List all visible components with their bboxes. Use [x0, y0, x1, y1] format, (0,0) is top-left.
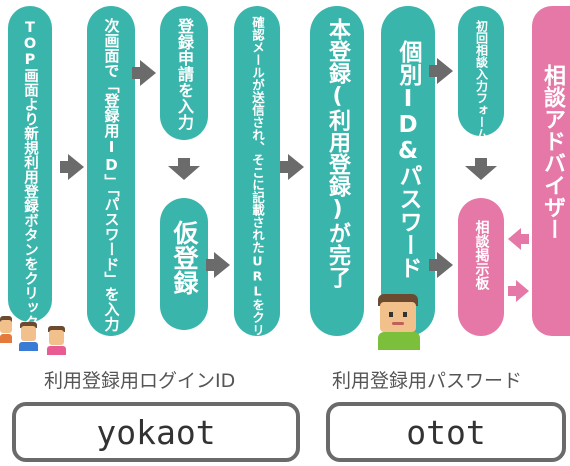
step-first-consultation-form-text: 初回相談入力フォーム — [474, 20, 489, 140]
login-id-box: yokaot — [12, 402, 300, 462]
step-top-page-register-text: TOP画面より新規利用登録ボタンをクリック — [22, 20, 38, 329]
step-full-registration-complete-text: 本登録(利用登録)が完了 — [325, 18, 350, 288]
password-value: otot — [406, 412, 486, 452]
pink-arrow-right-icon — [508, 280, 529, 302]
arrow-right-icon — [429, 252, 453, 278]
step-provisional-registration: 仮登録 — [160, 198, 208, 330]
step-consultation-board-text: 相談掲示板 — [473, 220, 490, 290]
consultation-advisor: 相談アドバイザー — [532, 6, 570, 336]
login-id-value: yokaot — [96, 412, 216, 452]
step-enter-id-password-text: 次画面で「登録用ID」「パスワード」を入力 — [102, 18, 121, 332]
arrow-right-icon — [280, 154, 304, 180]
arrow-right-icon — [60, 154, 84, 180]
step-enter-id-password: 次画面で「登録用ID」「パスワード」を入力 — [87, 6, 135, 336]
arrow-down-icon — [168, 158, 200, 180]
users-group-icon — [0, 312, 78, 356]
login-id-label: 利用登録用ログインID — [44, 370, 236, 392]
step-confirmation-email: 確認メールが送信され、そこに記載されたURLをクリック — [234, 6, 280, 361]
step-provisional-registration-text: 仮登録 — [170, 220, 199, 295]
consultation-advisor-text: 相談アドバイザー — [540, 64, 565, 240]
password-label: 利用登録用パスワード — [332, 370, 523, 392]
arrow-right-icon — [132, 60, 156, 86]
step-individual-id-password-text: 個別ID&パスワード — [395, 40, 421, 279]
step-individual-id-password: 個別ID&パスワード — [381, 6, 435, 336]
step-first-consultation-form: 初回相談入力フォーム — [458, 6, 504, 140]
arrow-down-icon — [465, 158, 497, 180]
arrow-right-icon — [429, 58, 453, 84]
password-box: otot — [326, 402, 566, 462]
step-confirmation-email-text: 確認メールが送信され、そこに記載されたURLをクリック — [250, 16, 265, 361]
step-registration-request-text: 登録申請を入力 — [175, 18, 194, 130]
user-avatar-icon — [378, 294, 426, 352]
step-consultation-board: 相談掲示板 — [458, 198, 504, 336]
step-registration-request: 登録申請を入力 — [160, 6, 208, 140]
step-top-page-register: TOP画面より新規利用登録ボタンをクリック — [8, 6, 52, 329]
pink-arrow-left-icon — [508, 228, 529, 250]
arrow-right-icon — [206, 252, 230, 278]
step-full-registration-complete: 本登録(利用登録)が完了 — [310, 6, 364, 336]
